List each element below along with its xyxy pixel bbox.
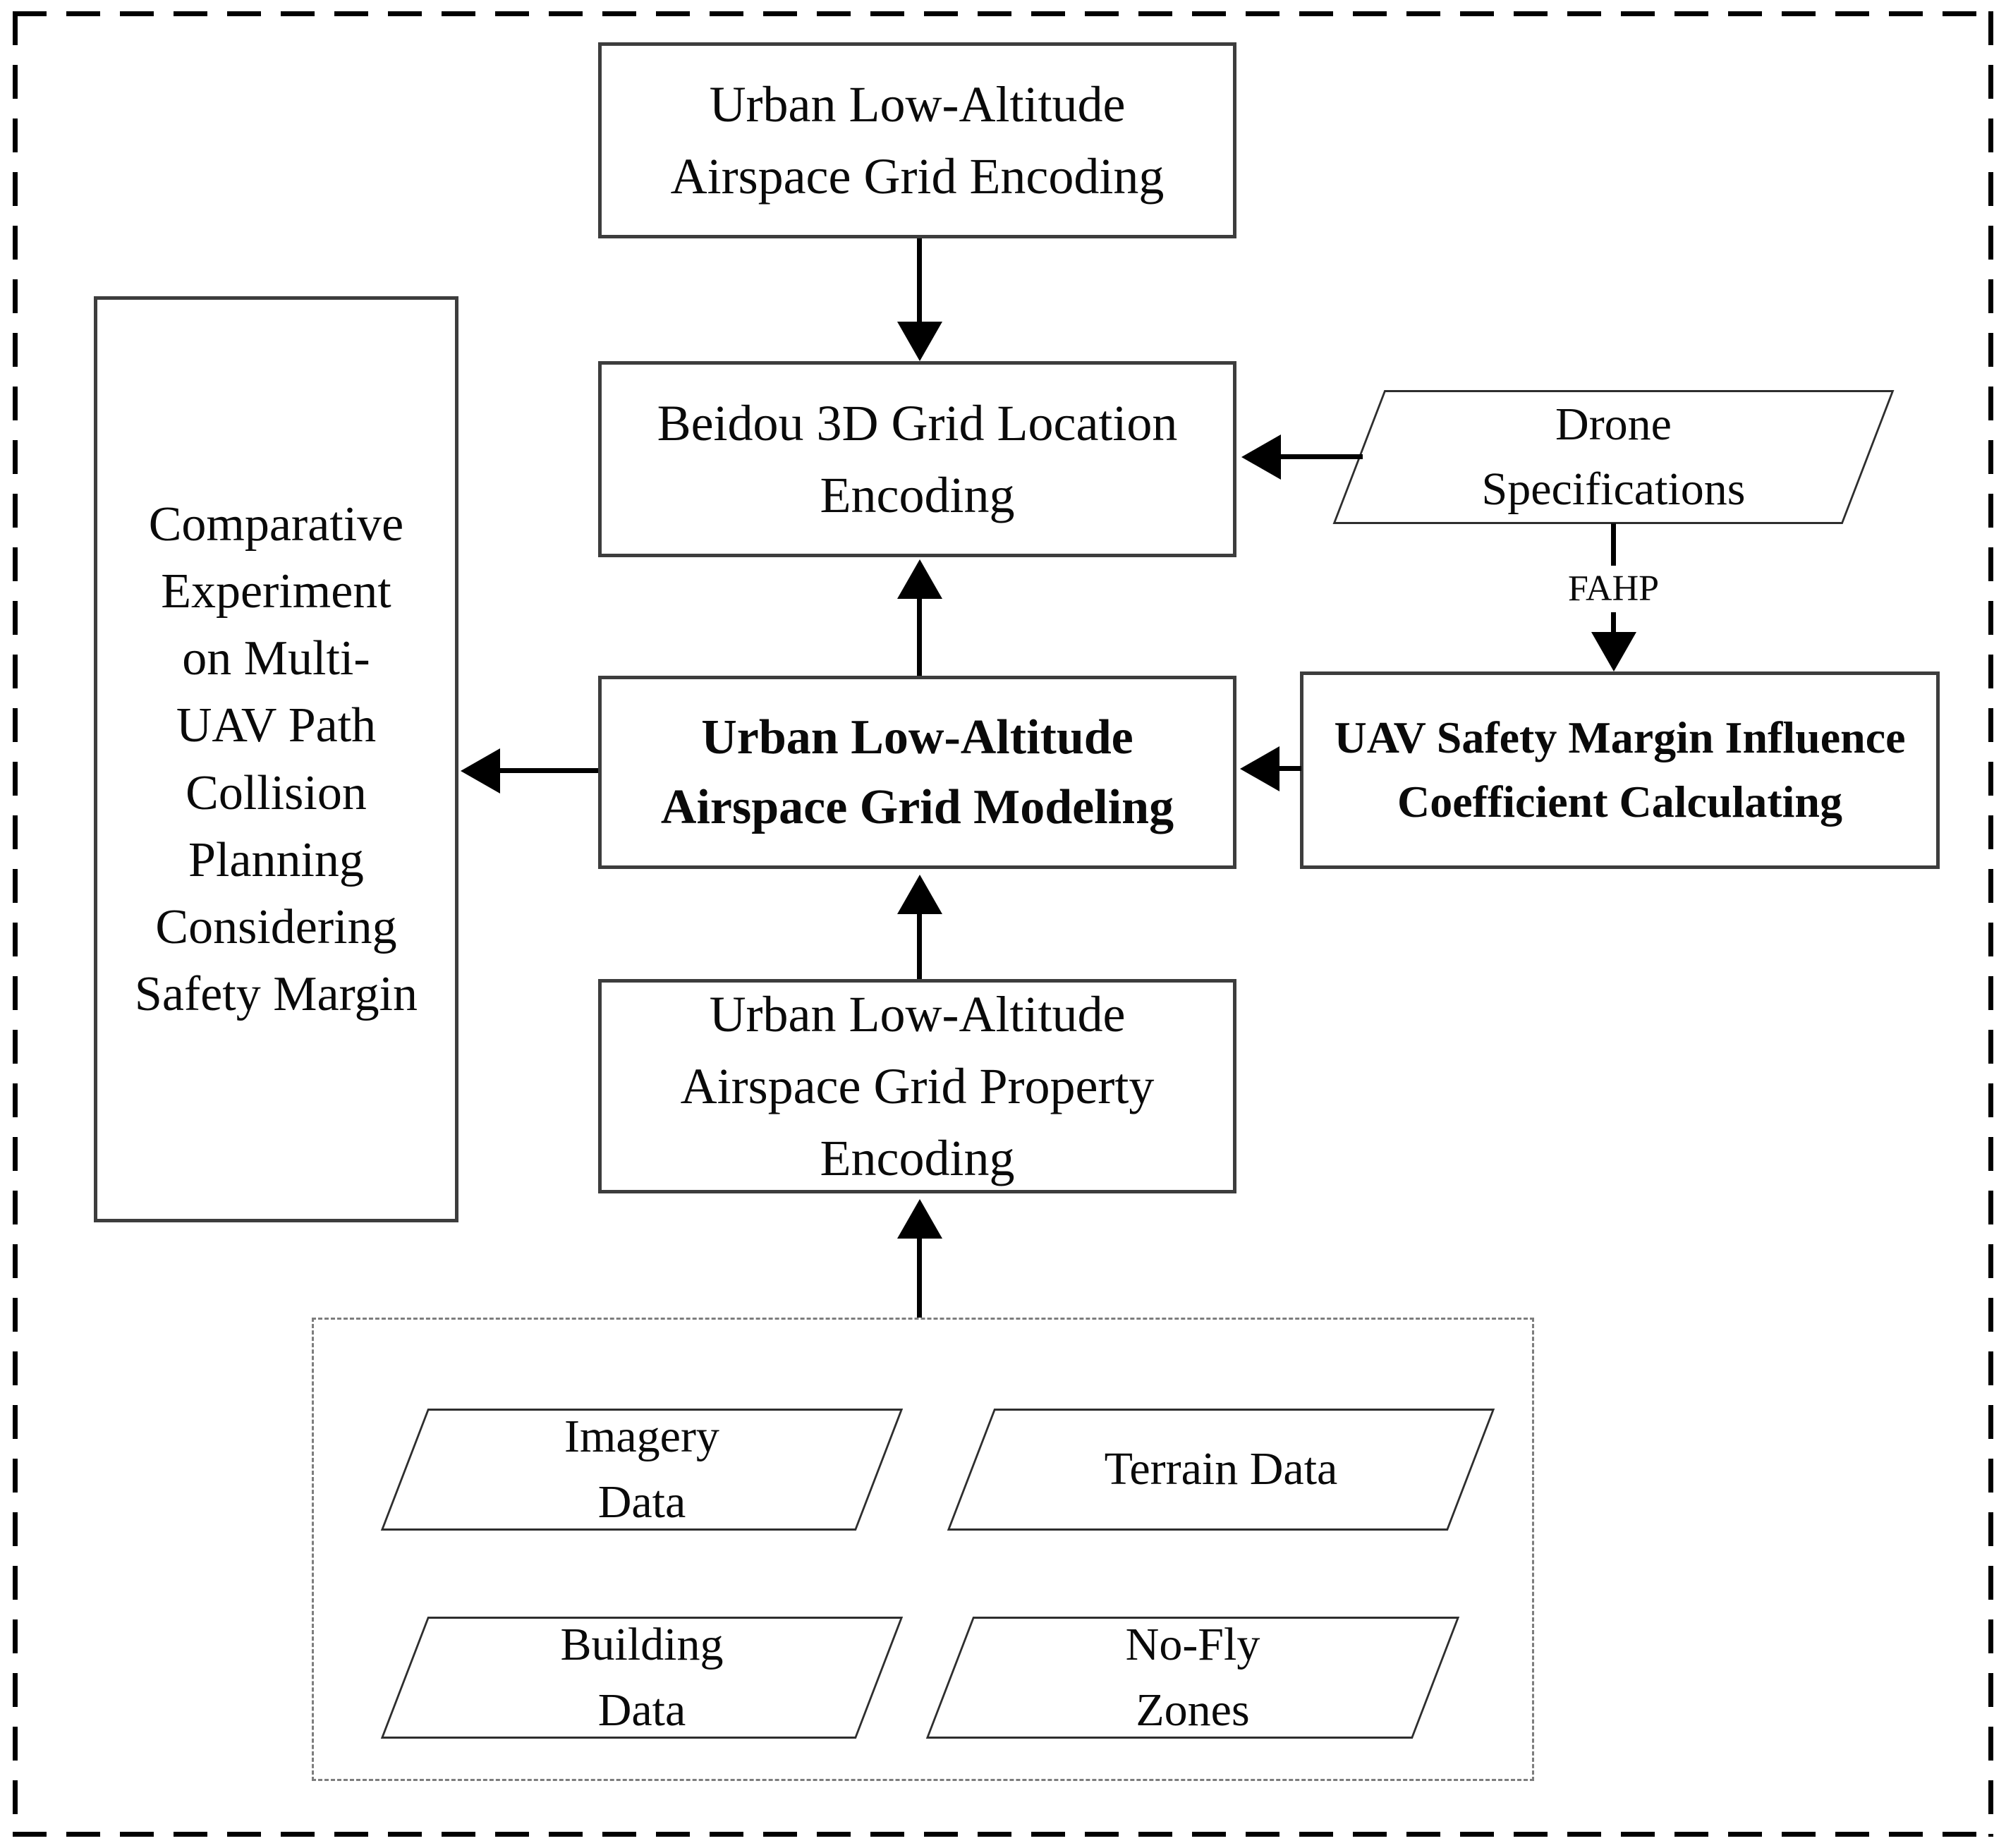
arrow-uav-safety-to-modeling-line (1277, 766, 1301, 771)
arrow-drone-to-uav-safety-head (1591, 632, 1636, 671)
imagery-data-label: Imagery Data (564, 1411, 719, 1528)
node-no-fly-zones: No-Fly Zones (924, 1617, 1461, 1739)
arrow-modeling-to-comparative-head (461, 748, 500, 794)
arrow-modeling-to-beidou-line (917, 597, 922, 676)
building-data-label: Building Data (560, 1619, 724, 1736)
outer-dashed-border-left (13, 11, 18, 1837)
arrow-grid-encoding-to-beidou-line (917, 238, 922, 323)
outer-dashed-border-right (1988, 11, 1993, 1837)
node-building-data: Building Data (379, 1617, 905, 1739)
node-drone-specifications: Drone Specifications (1332, 390, 1895, 524)
arrow-property-to-modeling-line (917, 913, 922, 979)
node-beidou-location-encoding: Beidou 3D Grid Location Encoding (598, 361, 1236, 557)
arrow-uav-safety-to-modeling-head (1240, 746, 1279, 791)
outer-dashed-border-top (13, 11, 1993, 16)
terrain-data-label: Terrain Data (1104, 1443, 1338, 1495)
arrow-modeling-to-comparative-line (497, 768, 598, 773)
arrow-data-group-to-property-head (897, 1199, 942, 1239)
no-fly-zones-label: No-Fly Zones (1125, 1619, 1260, 1736)
arrow-data-group-to-property-line (917, 1237, 922, 1318)
node-grid-encoding: Urban Low-Altitude Airspace Grid Encodin… (598, 42, 1236, 238)
arrow-modeling-to-beidou-head (897, 559, 942, 599)
drone-specifications-label: Drone Specifications (1481, 398, 1746, 515)
node-comparative-experiment: Comparative Experiment on Multi- UAV Pat… (94, 296, 458, 1222)
arrow-grid-encoding-to-beidou-head (897, 322, 942, 361)
node-imagery-data: Imagery Data (379, 1409, 905, 1531)
node-grid-modeling: Urban Low-Altitude Airspace Grid Modelin… (598, 676, 1236, 869)
node-grid-property-encoding: Urban Low-Altitude Airspace Grid Propert… (598, 979, 1236, 1193)
arrow-drone-to-beidou-line (1278, 454, 1363, 459)
node-uav-safety-margin: UAV Safety Margin Influence Coefficient … (1300, 671, 1940, 869)
fahp-edge-label: FAHP (1524, 566, 1703, 613)
outer-dashed-border-bottom (13, 1832, 1993, 1837)
node-terrain-data: Terrain Data (945, 1409, 1497, 1531)
arrow-property-to-modeling-head (897, 875, 942, 914)
arrow-drone-to-beidou-head (1241, 434, 1281, 480)
